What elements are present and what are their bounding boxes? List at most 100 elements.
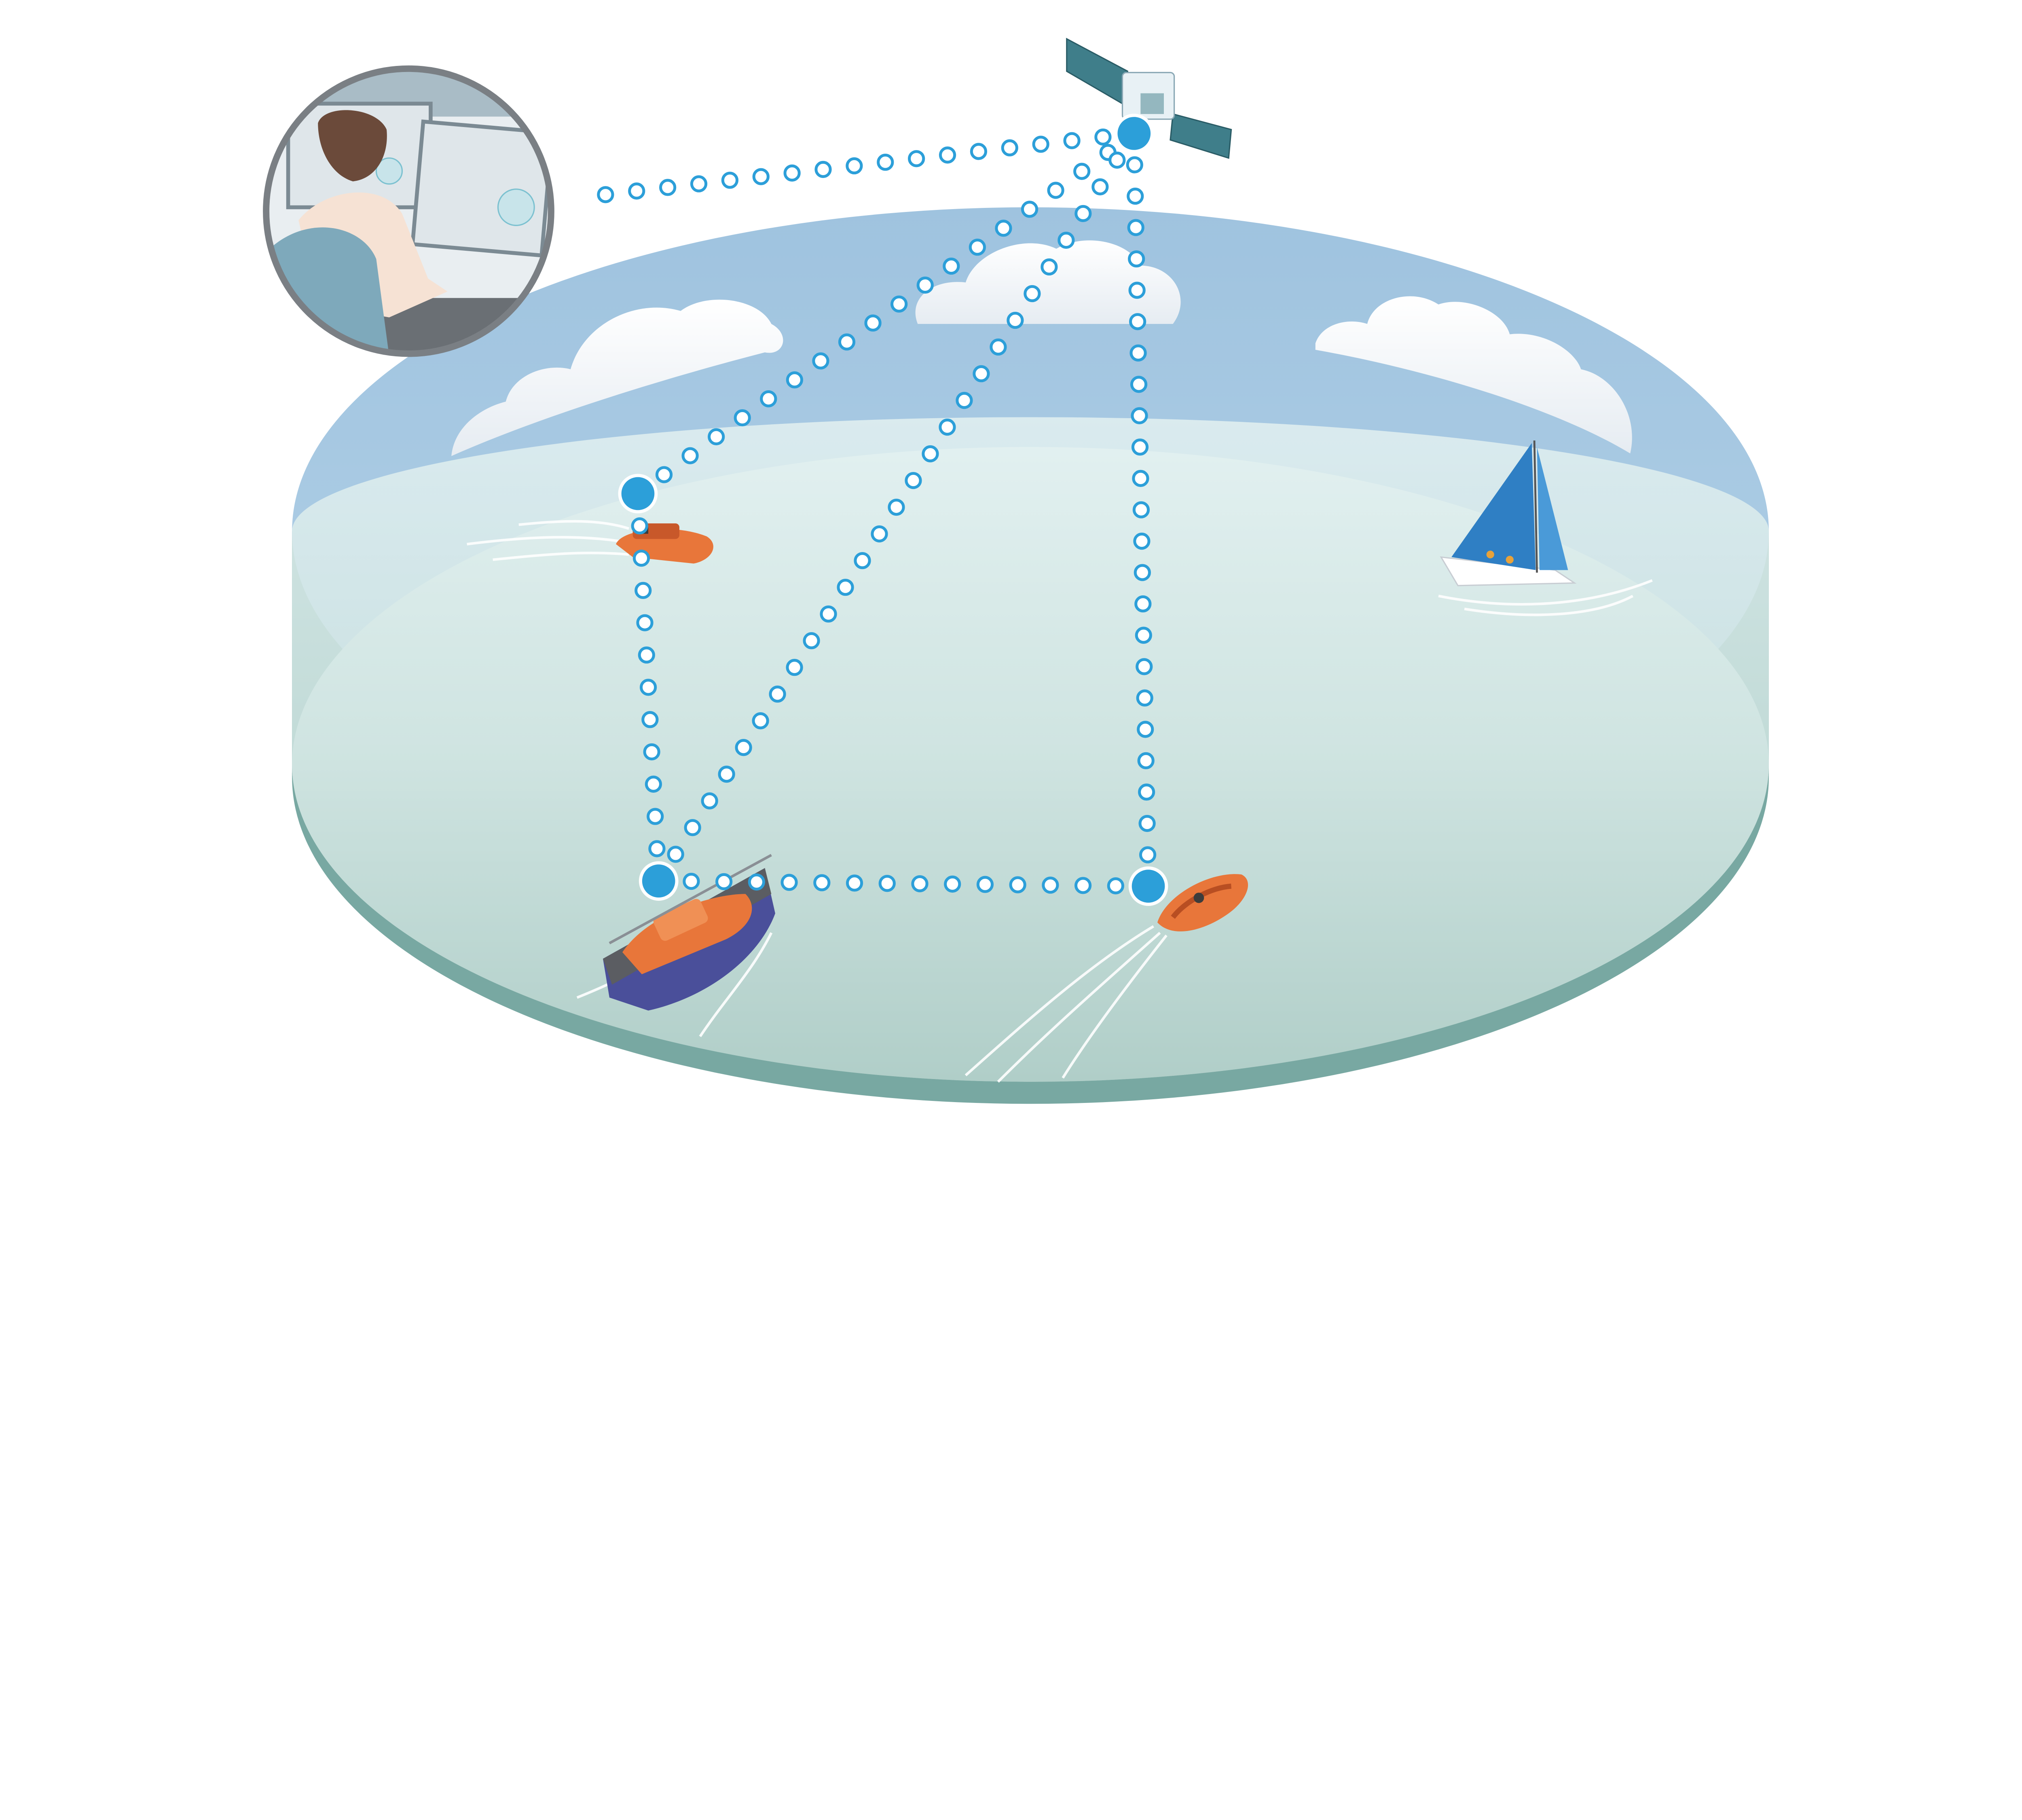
satellite <box>1066 38 1232 159</box>
link-dot-satellite-to-rescue-dinghy <box>1130 376 1148 393</box>
link-dot-satellite-to-lifeboat <box>1074 205 1092 222</box>
link-dot-control-center-to-satellite <box>721 171 739 189</box>
link-dot-satellite-to-lifeboat <box>684 819 701 836</box>
cloud-center <box>915 240 1181 324</box>
link-dot-satellite-to-rescue-boat-small <box>681 447 699 464</box>
lifeboat <box>603 854 775 1011</box>
link-dot-satellite-to-rescue-boat-small <box>1021 201 1038 218</box>
link-dot-satellite-to-lifeboat <box>1024 285 1041 303</box>
link-dot-rescue-boat-small-to-lifeboat <box>632 549 650 567</box>
link-dot-lifeboat-to-rescue-dinghy <box>780 874 798 891</box>
link-dot-satellite-to-rescue-dinghy <box>1136 658 1153 675</box>
link-dot-rescue-boat-small-to-lifeboat <box>643 743 660 761</box>
link-dot-lifeboat-to-rescue-dinghy <box>715 873 733 891</box>
network-node-lifeboat <box>639 861 679 901</box>
link-dot-lifeboat-to-rescue-dinghy <box>944 875 961 893</box>
link-dot-satellite-to-rescue-dinghy <box>1134 564 1151 581</box>
link-dot-control-center-to-satellite <box>908 150 925 167</box>
link-dot-satellite-to-rescue-boat-small <box>708 428 725 445</box>
link-dot-control-center-to-satellite <box>846 157 863 175</box>
link-dot-satellite-to-rescue-dinghy <box>1139 846 1157 863</box>
link-dot-lifeboat-to-rescue-dinghy <box>1009 876 1026 893</box>
link-dot-control-center-to-satellite <box>1094 128 1112 146</box>
link-dot-rescue-boat-small-to-lifeboat <box>636 614 654 631</box>
control-center <box>263 65 554 357</box>
link-dot-satellite-to-lifeboat <box>905 472 922 489</box>
link-dot-satellite-to-rescue-dinghy <box>1134 595 1152 613</box>
link-dot-satellite-to-rescue-boat-small <box>1073 163 1091 180</box>
link-dot-satellite-to-lifeboat <box>718 766 735 783</box>
cloud-right <box>1315 296 1632 454</box>
link-dot-control-center-to-satellite <box>970 143 988 160</box>
link-dot-satellite-to-lifeboat <box>786 659 803 676</box>
link-dot-lifeboat-to-rescue-dinghy <box>748 873 766 891</box>
link-dot-lifeboat-to-rescue-dinghy <box>813 874 831 891</box>
link-dot-lifeboat-to-rescue-dinghy <box>1107 877 1124 895</box>
link-dot-satellite-to-lifeboat <box>1007 311 1024 329</box>
dotted-link-layer <box>597 128 1157 895</box>
link-dot-satellite-to-rescue-dinghy <box>1128 250 1145 268</box>
link-dot-satellite-to-rescue-boat-small <box>864 314 882 332</box>
network-node-rescue-dinghy <box>1128 866 1168 906</box>
link-dot-satellite-to-rescue-boat-small <box>655 466 673 483</box>
link-dot-satellite-to-rescue-dinghy <box>1133 532 1151 550</box>
link-dot-satellite-to-lifeboat <box>973 365 990 383</box>
link-dot-control-center-to-satellite <box>877 153 894 171</box>
link-dot-rescue-boat-small-to-lifeboat <box>638 646 655 664</box>
link-dot-satellite-to-rescue-boat-small <box>760 390 777 408</box>
link-dot-satellite-to-rescue-boat-small <box>916 276 934 294</box>
link-dot-satellite-to-rescue-boat-small <box>969 239 986 256</box>
link-dot-control-center-to-satellite <box>597 186 614 203</box>
link-dot-rescue-boat-small-to-lifeboat <box>631 517 648 535</box>
link-dot-satellite-to-rescue-boat-small <box>890 295 908 313</box>
link-dot-satellite-to-rescue-boat-small <box>995 220 1012 237</box>
link-dot-satellite-to-lifeboat <box>939 418 956 436</box>
link-dot-satellite-to-rescue-dinghy <box>1126 156 1143 174</box>
link-dot-satellite-to-lifeboat <box>1091 178 1109 196</box>
link-dot-satellite-to-lifeboat <box>769 686 786 703</box>
link-dot-satellite-to-rescue-dinghy <box>1129 313 1146 330</box>
satellite-maritime-network-diagram <box>263 38 1769 1104</box>
link-dot-satellite-to-rescue-dinghy <box>1137 752 1155 770</box>
link-dot-satellite-to-lifeboat <box>956 392 973 409</box>
link-dot-satellite-to-lifeboat <box>667 846 684 863</box>
link-dot-rescue-boat-small-to-lifeboat <box>635 582 652 599</box>
network-node-satellite <box>1114 114 1154 153</box>
link-dot-satellite-to-rescue-dinghy <box>1131 438 1149 456</box>
link-dot-satellite-to-lifeboat <box>888 498 905 516</box>
link-dot-satellite-to-rescue-boat-small <box>943 257 960 275</box>
link-dot-lifeboat-to-rescue-dinghy <box>911 875 929 893</box>
rescue-dinghy <box>1157 874 1248 931</box>
link-dot-control-center-to-satellite <box>690 175 708 193</box>
link-dot-satellite-to-rescue-dinghy <box>1127 219 1144 236</box>
link-dot-satellite-to-rescue-boat-small <box>734 409 751 427</box>
link-dot-satellite-to-rescue-dinghy <box>1135 626 1152 644</box>
link-dot-satellite-to-lifeboat <box>1041 258 1058 276</box>
link-dot-rescue-boat-small-to-lifeboat <box>647 808 664 825</box>
link-dot-satellite-to-rescue-dinghy <box>1136 689 1153 707</box>
link-dot-satellite-to-rescue-boat-small <box>1047 182 1064 199</box>
link-dot-satellite-to-rescue-dinghy <box>1129 344 1147 362</box>
link-dot-satellite-to-lifeboat <box>990 338 1007 356</box>
link-dot-control-center-to-satellite <box>1001 139 1018 157</box>
link-dot-satellite-to-lifeboat <box>803 632 820 650</box>
link-dot-control-center-to-satellite <box>659 179 677 196</box>
link-dot-rescue-boat-small-to-lifeboat <box>641 711 659 728</box>
link-dot-lifeboat-to-rescue-dinghy <box>976 876 994 893</box>
link-dot-satellite-to-rescue-boat-small <box>812 352 829 370</box>
link-dot-control-center-to-satellite <box>939 146 956 164</box>
link-dot-lifeboat-to-rescue-dinghy <box>878 875 896 892</box>
network-node-rescue-boat-small <box>618 474 658 514</box>
link-dot-control-center-to-satellite <box>1063 132 1081 149</box>
link-dot-lifeboat-to-rescue-dinghy <box>846 874 863 892</box>
link-dot-rescue-boat-small-to-lifeboat <box>645 775 662 793</box>
cloud-left <box>451 299 783 456</box>
link-dot-lifeboat-to-rescue-dinghy <box>1042 876 1059 894</box>
link-dot-satellite-to-rescue-dinghy <box>1132 501 1150 518</box>
link-dot-satellite-to-lifeboat <box>837 578 854 596</box>
link-dot-control-center-to-satellite <box>628 182 645 200</box>
link-dot-satellite-to-lifeboat <box>854 552 871 569</box>
link-dot-lifeboat-to-rescue-dinghy <box>1074 877 1092 894</box>
link-dot-satellite-to-rescue-boat-small <box>838 333 856 351</box>
link-dot-satellite-to-lifeboat <box>701 792 718 810</box>
